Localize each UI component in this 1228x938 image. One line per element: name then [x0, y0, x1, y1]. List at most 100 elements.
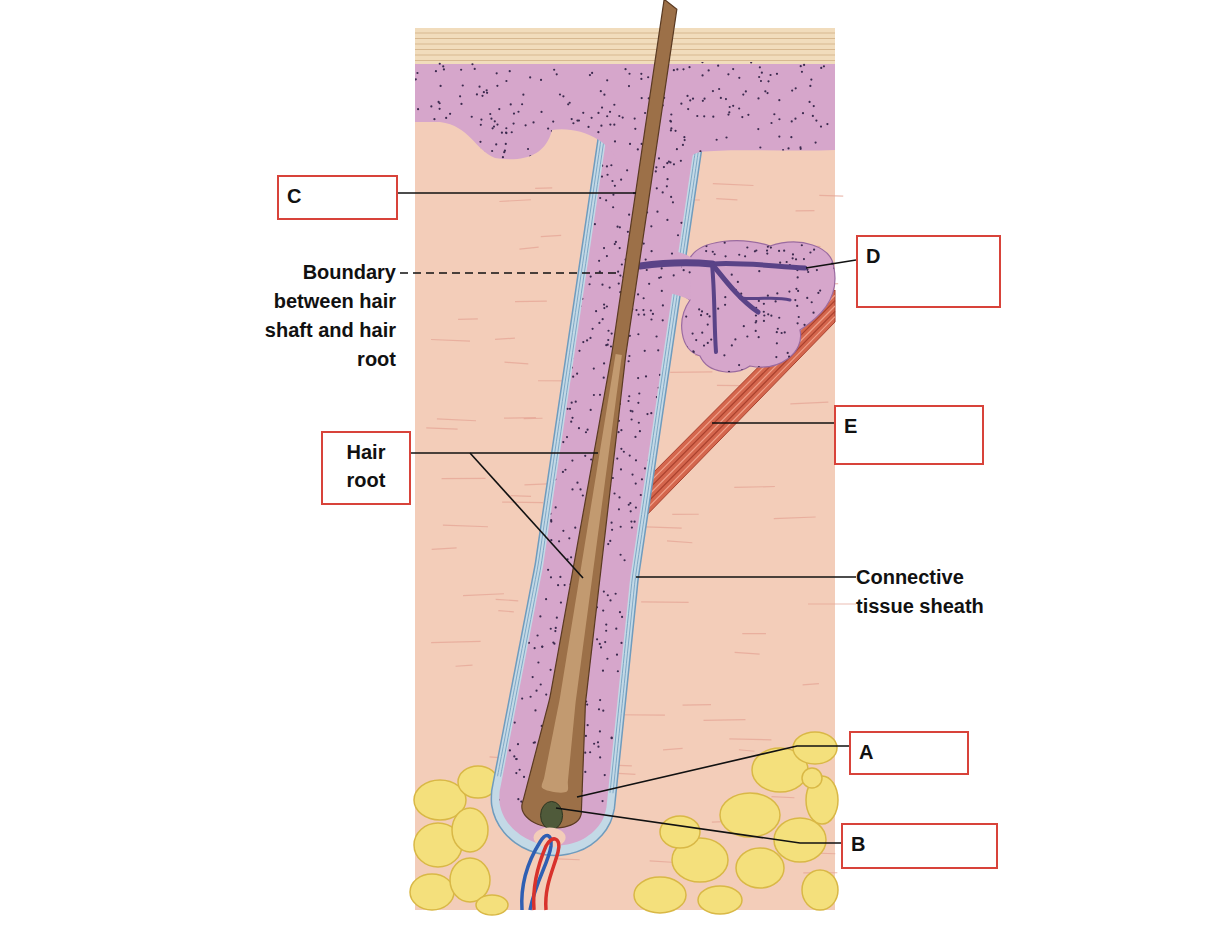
cell-dot	[495, 388, 497, 390]
cell-dot	[797, 237, 799, 239]
cell-dot	[693, 351, 695, 353]
cell-dot	[584, 251, 586, 253]
cell-dot	[812, 519, 814, 521]
cell-dot	[762, 572, 764, 574]
cell-dot	[620, 179, 622, 181]
cell-dot	[700, 666, 702, 668]
cell-dot	[779, 683, 781, 685]
cell-dot	[611, 737, 613, 739]
cell-dot	[529, 302, 531, 304]
cell-dot	[471, 735, 473, 737]
cell-dot	[778, 399, 780, 401]
cell-dot	[517, 215, 519, 217]
cell-dot	[457, 394, 459, 396]
cell-dot	[493, 173, 495, 175]
cell-dot	[480, 741, 482, 743]
cell-dot	[589, 74, 591, 76]
cell-dot	[463, 249, 465, 251]
cell-dot	[477, 474, 479, 476]
cell-dot	[667, 410, 669, 412]
cell-dot	[539, 615, 541, 617]
cell-dot	[687, 221, 689, 223]
cell-dot	[488, 415, 490, 417]
cell-dot	[696, 549, 698, 551]
cell-dot	[465, 448, 467, 450]
cell-dot	[506, 564, 508, 566]
cell-dot	[725, 570, 727, 572]
cell-dot	[763, 653, 765, 655]
cell-dot	[610, 522, 612, 524]
cell-dot	[790, 400, 792, 402]
cell-dot	[680, 160, 682, 162]
cell-dot	[718, 472, 720, 474]
cell-dot	[669, 582, 671, 584]
cell-dot	[497, 234, 499, 236]
cell-dot	[630, 410, 632, 412]
cell-dot	[809, 589, 811, 591]
cell-dot	[676, 643, 678, 645]
cell-dot	[481, 531, 483, 533]
dermis-fiber	[458, 318, 478, 320]
cell-dot	[432, 743, 434, 745]
cell-dot	[478, 86, 480, 88]
cell-dot	[645, 667, 647, 669]
cell-dot	[467, 739, 469, 741]
cell-dot	[689, 99, 691, 101]
cell-dot	[461, 494, 463, 496]
cell-dot	[672, 789, 674, 791]
cell-dot	[659, 374, 661, 376]
cell-dot	[792, 385, 794, 387]
cell-dot	[829, 449, 831, 451]
cell-dot	[586, 339, 588, 341]
cell-dot	[682, 68, 684, 70]
cell-dot	[797, 276, 799, 278]
cell-dot	[666, 565, 668, 567]
cell-dot	[416, 270, 418, 272]
cell-dot	[501, 232, 503, 234]
cell-dot	[494, 797, 496, 799]
cell-dot	[670, 113, 672, 115]
cell-dot	[426, 781, 428, 783]
cell-dot	[726, 453, 728, 455]
cell-dot	[493, 172, 495, 174]
cell-dot	[479, 794, 481, 796]
cell-dot	[806, 371, 808, 373]
cell-dot	[579, 305, 581, 307]
cell-dot	[443, 366, 445, 368]
cell-dot	[822, 647, 824, 649]
cell-dot	[497, 429, 499, 431]
cell-dot	[812, 325, 814, 327]
cell-dot	[749, 483, 751, 485]
cell-dot	[425, 535, 427, 537]
cell-dot	[548, 491, 550, 493]
cell-dot	[471, 581, 473, 583]
cell-dot	[461, 143, 463, 145]
cell-dot	[645, 375, 647, 377]
cell-dot	[660, 769, 662, 771]
cell-dot	[500, 441, 502, 443]
cell-dot	[724, 490, 726, 492]
cell-dot	[423, 527, 425, 529]
cell-dot	[738, 254, 740, 256]
cell-dot	[778, 377, 780, 379]
cell-dot	[792, 253, 794, 255]
cell-dot	[712, 251, 714, 253]
cell-dot	[459, 384, 461, 386]
cell-dot	[821, 635, 823, 637]
cell-dot	[542, 549, 544, 551]
cell-dot	[440, 533, 442, 535]
dermis-fiber	[432, 548, 457, 549]
cell-dot	[795, 258, 797, 260]
cell-dot	[502, 571, 504, 573]
cell-dot	[527, 189, 529, 191]
cell-dot	[535, 503, 537, 505]
cell-dot	[505, 289, 507, 291]
cell-dot	[420, 257, 422, 259]
cell-dot	[599, 197, 601, 199]
cell-dot	[485, 251, 487, 253]
cell-dot	[630, 510, 632, 512]
cell-dot	[799, 146, 801, 148]
cell-dot	[635, 309, 637, 311]
cell-dot	[590, 458, 592, 460]
cell-dot	[514, 697, 516, 699]
